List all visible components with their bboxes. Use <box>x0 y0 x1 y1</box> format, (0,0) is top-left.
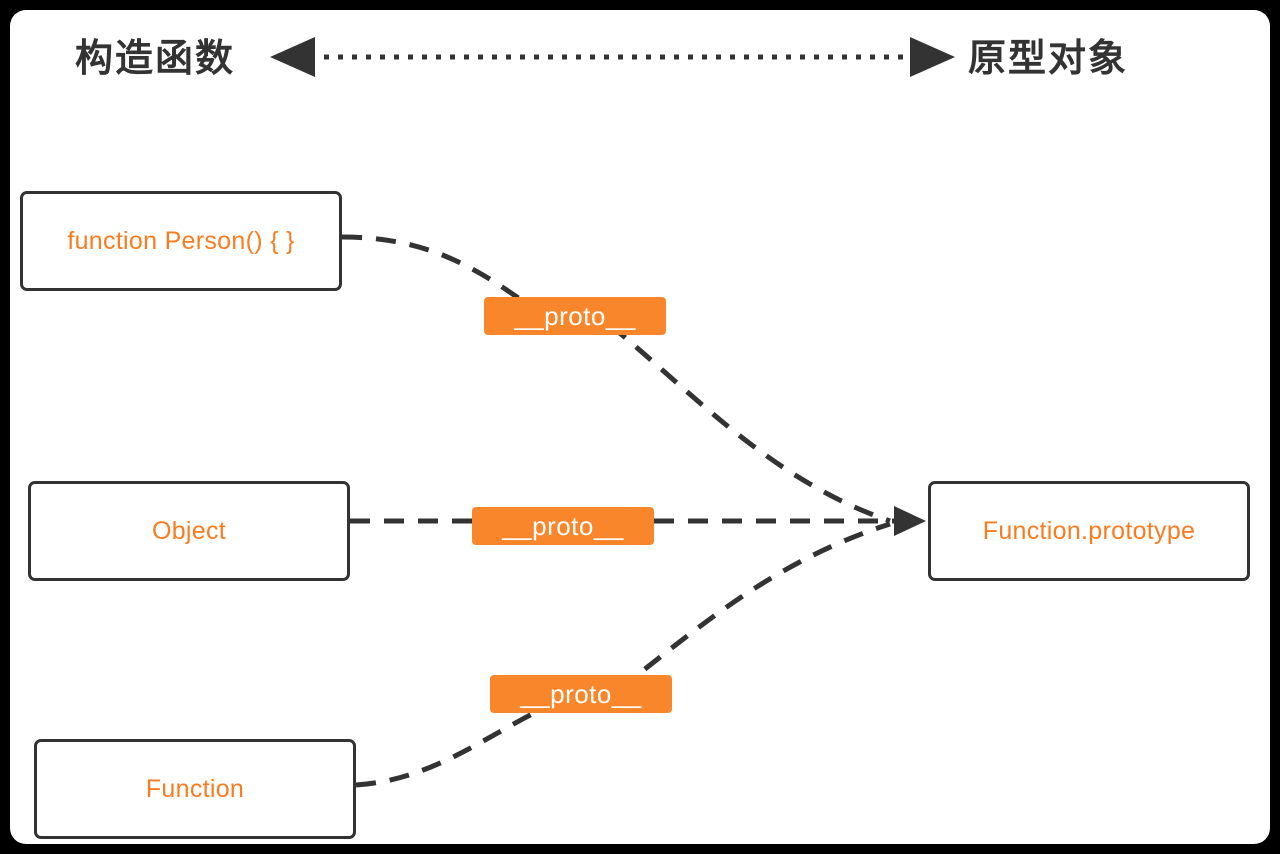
column-header-constructors: 构造函数 <box>75 38 236 80</box>
node-label: Function.prototype <box>982 516 1196 545</box>
badge-label: __proto__ <box>514 300 636 331</box>
link-function-to-badge <box>355 707 542 788</box>
link-badge-to-funproto-top <box>608 323 891 524</box>
connector-layer <box>270 37 955 788</box>
badge-proto-object[interactable]: __proto__ <box>472 507 654 545</box>
badge-proto-function[interactable]: __proto__ <box>490 675 672 713</box>
node-function-prototype[interactable]: Function.prototype <box>928 481 1250 581</box>
badge-proto-person[interactable]: __proto__ <box>484 297 666 335</box>
node-label: function Person() { } <box>67 226 295 255</box>
diagram-canvas: 构造函数 原型对象 function Perso <box>10 10 1270 844</box>
arrowhead-into-funproto <box>894 506 926 536</box>
column-header-prototypes: 原型对象 <box>968 38 1129 80</box>
badge-label: __proto__ <box>502 510 624 541</box>
node-object[interactable]: Object <box>28 481 350 581</box>
badge-label: __proto__ <box>520 678 642 709</box>
node-label: Function <box>145 774 245 803</box>
node-function[interactable]: Function <box>34 739 356 839</box>
node-label: Object <box>151 516 227 545</box>
node-function-person[interactable]: function Person() { } <box>20 191 342 291</box>
link-badge-to-funproto-bottom <box>616 521 891 692</box>
